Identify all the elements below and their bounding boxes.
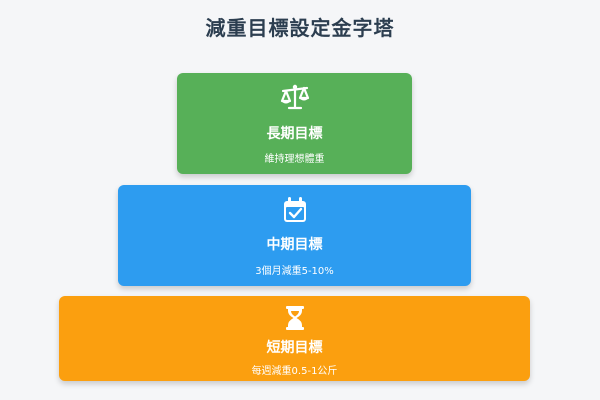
tier-name: 中期目標	[266, 237, 323, 253]
tier-name: 長期目標	[266, 126, 323, 142]
tier-description: 維持理想體重	[264, 154, 325, 165]
calendar-check-icon	[282, 196, 308, 228]
pyramid-tier-short-term: 短期目標 每週減重0.5-1公斤	[59, 296, 530, 381]
tier-description: 3個月減重5-10%	[255, 266, 334, 277]
pyramid-tier-long-term: 長期目標 維持理想體重	[177, 73, 412, 174]
hourglass-icon	[284, 305, 306, 335]
tier-name: 短期目標	[266, 340, 323, 356]
balance-scale-icon	[279, 83, 311, 115]
diagram-title: 減重目標設定金字塔	[205, 16, 395, 40]
tier-description: 每週減重0.5-1公斤	[251, 366, 338, 377]
pyramid-tier-mid-term: 中期目標 3個月減重5-10%	[118, 185, 471, 286]
